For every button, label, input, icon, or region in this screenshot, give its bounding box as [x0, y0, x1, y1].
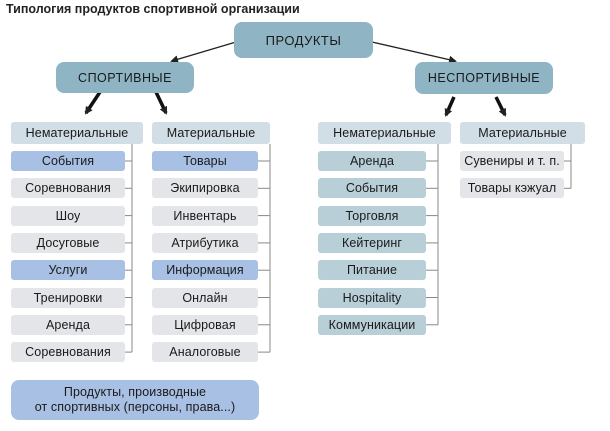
item-sport-tangible-4: Атрибутика — [152, 232, 258, 253]
node-nonsport-intangible: Нематериальные — [318, 122, 451, 144]
item-sport-tangible-5: Информация — [152, 260, 258, 281]
item-sport-tangible-8: Аналоговые — [152, 342, 258, 363]
item-sport-intangible-2: Соревнования — [11, 178, 125, 199]
item-sport-intangible-8: Соревнования — [11, 342, 125, 363]
arrow-root-to-sport — [170, 41, 237, 64]
item-nonsport-intangible-6: Hospitality — [318, 287, 426, 308]
item-sport-intangible-4: Досуговые — [11, 232, 125, 253]
derived-products-box: Продукты, производные от спортивных (пер… — [11, 380, 259, 420]
node-products: ПРОДУКТЫ — [234, 22, 373, 58]
item-nonsport-intangible-2: События — [318, 178, 426, 199]
node-sport-tangible: Материальные — [152, 122, 270, 144]
item-sport-intangible-6: Тренировки — [11, 287, 125, 308]
item-nonsport-tangible-1: Сувениры и т. п. — [460, 151, 564, 171]
item-nonsport-intangible-5: Питание — [318, 260, 426, 281]
node-nonsport-tangible: Материальные — [460, 122, 585, 144]
derived-line-1: Продукты, производные — [63, 385, 207, 399]
node-sport-intangible: Нематериальные — [11, 122, 143, 144]
arrow-nonsport-to-intangible — [444, 96, 456, 117]
item-sport-tangible-7: Цифровая — [152, 314, 258, 335]
node-sport: СПОРТИВНЫЕ — [56, 62, 194, 93]
item-nonsport-intangible-4: Кейтеринг — [318, 232, 426, 253]
item-nonsport-intangible-3: Торговля — [318, 205, 426, 226]
node-nonsport: НЕСПОРТИВНЫЕ — [415, 62, 553, 94]
item-sport-intangible-5: Услуги — [11, 260, 125, 281]
item-sport-intangible-7: Аренда — [11, 314, 125, 335]
item-sport-intangible-1: События — [11, 151, 125, 171]
diagram-title: Типология продуктов спортивной организац… — [6, 2, 300, 16]
arrow-sport-to-tangible — [154, 91, 168, 115]
item-nonsport-tangible-2: Товары кэжуал — [460, 178, 564, 199]
arrow-nonsport-to-tangible — [494, 96, 507, 117]
item-sport-intangible-3: Шоу — [11, 205, 125, 226]
item-nonsport-intangible-7: Коммуникации — [318, 314, 426, 335]
arrow-sport-to-intangible — [84, 91, 102, 115]
item-sport-tangible-2: Экипировка — [152, 178, 258, 199]
arrow-root-to-nonsport — [371, 41, 457, 64]
derived-line-2: от спортивных (персоны, права...) — [34, 400, 236, 414]
item-sport-tangible-6: Онлайн — [152, 287, 258, 308]
item-sport-tangible-1: Товары — [152, 151, 258, 171]
item-sport-tangible-3: Инвентарь — [152, 205, 258, 226]
item-nonsport-intangible-1: Аренда — [318, 151, 426, 171]
